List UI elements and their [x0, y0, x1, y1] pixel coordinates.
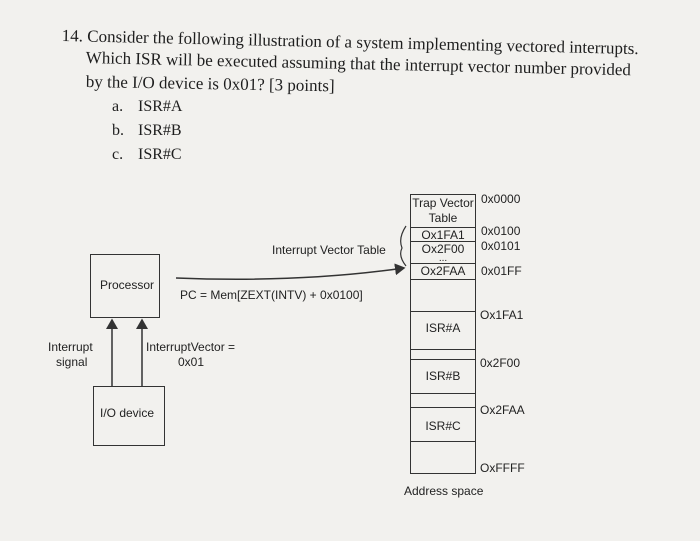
- address-ffff: OxFFFF: [480, 461, 525, 475]
- isr-b: ISR#B: [425, 369, 461, 383]
- address-0100: 0x0100: [481, 224, 521, 238]
- isr-a: ISR#A: [425, 321, 461, 335]
- address-space-column: Ox1FA1 Ox2F00 ... Ox2FAA ISR#A ISR#B ISR…: [410, 194, 476, 474]
- mem-divider-6: [411, 407, 475, 408]
- option-c-text: ISR#C: [138, 146, 182, 163]
- io-device-box: I/O device: [93, 386, 165, 446]
- mem-divider-7: [411, 441, 475, 442]
- ivt-label: Interrupt Vector Table: [272, 243, 386, 257]
- interrupt-vector-label-2: 0x01: [178, 355, 205, 369]
- interrupt-signal-label-1: Interrupt: [48, 340, 93, 354]
- ivt-entry-2: Ox2F00: [421, 242, 465, 256]
- option-b-letter: b.: [112, 122, 124, 139]
- processor-box: Processor: [90, 254, 160, 318]
- option-b-text: ISR#B: [138, 122, 182, 139]
- mem-divider-1: [411, 279, 475, 280]
- ivt-brace: [400, 225, 407, 267]
- processor-to-ivt-arrow: [175, 263, 406, 280]
- isr-c: ISR#C: [425, 419, 461, 433]
- interrupt-signal-label-2: signal: [56, 355, 88, 369]
- option-c: c. ISR#C: [112, 146, 182, 164]
- address-space-label: Address space: [404, 484, 484, 498]
- mem-divider-5: [411, 393, 475, 394]
- option-c-letter: c.: [112, 146, 124, 163]
- ivt-row-1: Ox1FA1: [411, 227, 475, 242]
- ivt-dots: ...: [438, 253, 448, 264]
- address-0101: 0x0101: [481, 239, 521, 253]
- address-2faa: Ox2FAA: [480, 403, 525, 417]
- processor-label: Processor: [100, 278, 155, 292]
- option-a-letter: a.: [112, 98, 124, 115]
- trap-vector-label-1: Trap Vector: [412, 196, 474, 210]
- address-0000: 0x0000: [481, 192, 521, 206]
- option-b: b. ISR#B: [112, 122, 182, 140]
- mem-divider-2: [411, 311, 475, 312]
- address-1fa1: Ox1FA1: [480, 308, 524, 322]
- address-2f00: 0x2F00: [480, 356, 521, 370]
- ivt-row-2: Ox2F00: [411, 241, 475, 256]
- io-device-label: I/O device: [100, 406, 155, 420]
- mem-divider-4: [411, 359, 475, 360]
- pc-formula: PC = Mem[ZEXT(INTV) + 0x0100]: [180, 288, 363, 302]
- option-a-text: ISR#A: [138, 98, 183, 115]
- ivt-row-3: Ox2FAA: [411, 263, 475, 278]
- ivt-entry-1: Ox1FA1: [421, 228, 465, 242]
- trap-vector-label-2: Table: [428, 211, 458, 225]
- ivt-entry-3: Ox2FAA: [420, 264, 466, 278]
- option-a: a. ISR#A: [112, 98, 182, 116]
- mem-divider-3: [411, 349, 475, 350]
- address-01ff: 0x01FF: [481, 264, 522, 278]
- interrupt-vector-label-1: InterruptVector =: [146, 340, 236, 354]
